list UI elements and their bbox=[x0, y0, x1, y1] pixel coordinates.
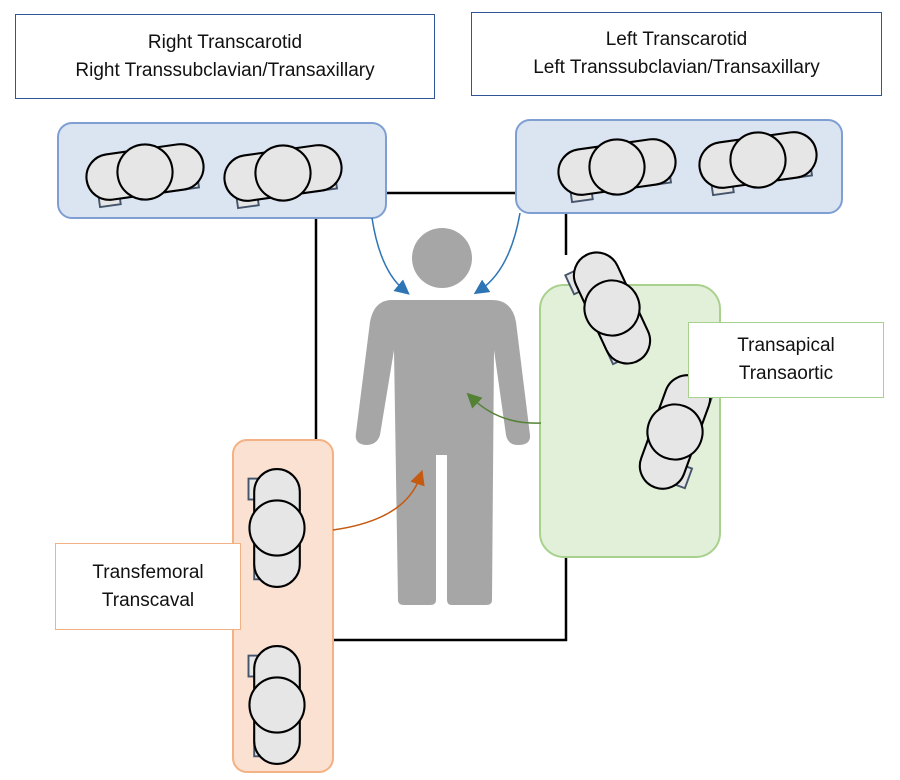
room-outline bbox=[314, 191, 568, 642]
right-access-label: Right Transcarotid Right Transsubclavian… bbox=[15, 14, 435, 99]
transfemoral-label: Transfemoral Transcaval bbox=[55, 543, 241, 630]
operator-icon bbox=[247, 468, 306, 588]
transapical-line1: Transapical bbox=[737, 335, 835, 356]
operator-icon bbox=[247, 645, 306, 765]
transapical-line2: Transaortic bbox=[738, 363, 834, 384]
transfemoral-line1: Transfemoral bbox=[92, 561, 204, 583]
right-access-line1: Right Transcarotid bbox=[147, 31, 303, 53]
right-access-arrow bbox=[371, 217, 410, 295]
transapical-zone bbox=[539, 284, 721, 558]
patient-figure bbox=[355, 228, 531, 605]
left-access-label: Left Transcarotid Left Transsubclavian/T… bbox=[471, 12, 882, 96]
left-access-line1: Left Transcarotid bbox=[605, 29, 748, 50]
left-access-arrow bbox=[473, 212, 521, 295]
transapical-label: Transapical Transaortic bbox=[688, 322, 884, 398]
transfemoral-line2: Transcaval bbox=[101, 589, 195, 611]
transapical-arrow bbox=[466, 392, 542, 424]
transfemoral-arrow bbox=[332, 469, 425, 531]
right-access-line2: Right Transsubclavian/Transaxillary bbox=[75, 59, 375, 81]
left-access-line2: Left Transsubclavian/Transaxillary bbox=[533, 57, 820, 78]
